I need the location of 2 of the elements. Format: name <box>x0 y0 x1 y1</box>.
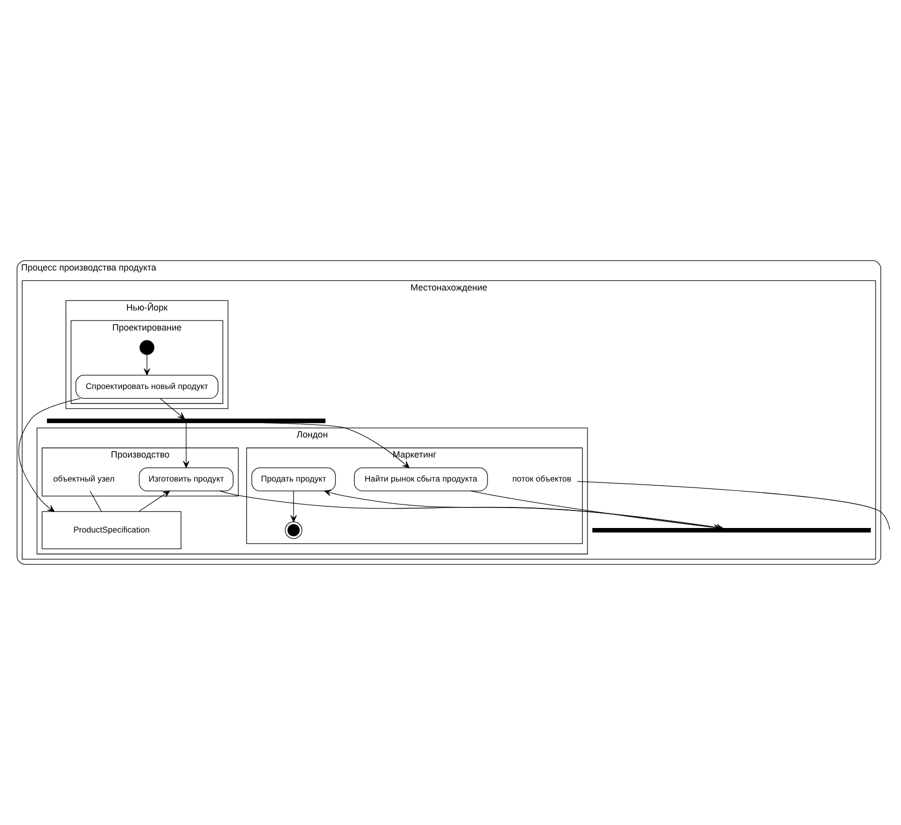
node-text: поток объектов <box>512 474 571 484</box>
node-text: объектный узел <box>52 474 114 484</box>
